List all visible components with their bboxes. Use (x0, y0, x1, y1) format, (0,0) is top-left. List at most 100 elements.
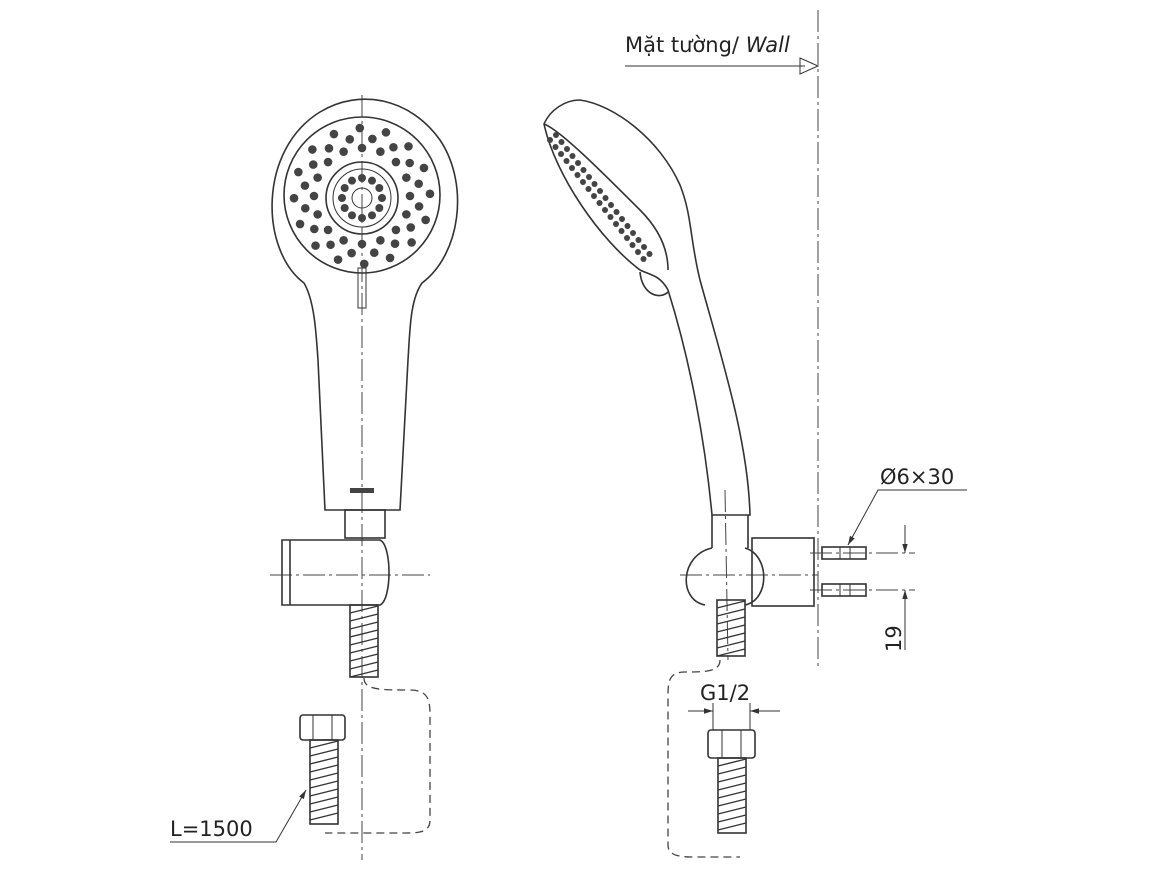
nozzle (390, 239, 400, 248)
nozzle (381, 128, 391, 137)
nozzle (619, 216, 625, 222)
nozzle (348, 211, 356, 220)
hose-coil (349, 629, 379, 638)
nozzle (347, 248, 356, 258)
hose-coil (717, 758, 747, 767)
nozzle (405, 158, 414, 168)
nozzle (289, 193, 299, 203)
hose-coil (716, 632, 746, 641)
nozzle (547, 137, 553, 143)
nozzle (313, 210, 322, 219)
hose-coil (349, 669, 379, 678)
nozzles (289, 123, 435, 269)
nozzle (591, 181, 598, 187)
nozzle (425, 189, 435, 199)
nozzle (368, 211, 376, 220)
nozzle (575, 160, 581, 166)
nozzle (310, 224, 319, 234)
nozzle (558, 151, 564, 157)
hose-coil (717, 822, 747, 831)
nozzle (313, 173, 322, 182)
nozzle (564, 146, 570, 152)
nozzle (375, 184, 384, 192)
nozzle (553, 132, 559, 138)
hose-coil (349, 613, 379, 622)
hose-end-side (717, 757, 747, 834)
hose-end-front (309, 739, 339, 825)
hose-coil (309, 764, 339, 773)
nozzle (646, 251, 653, 257)
nozzle (338, 194, 346, 202)
hose-coil (716, 600, 746, 609)
nozzle (608, 202, 614, 208)
nozzle (585, 186, 592, 192)
hose-coil (349, 605, 379, 614)
hose-coil (716, 624, 746, 633)
hose-coil (349, 637, 379, 646)
nozzle (391, 157, 401, 167)
nozzle (563, 158, 570, 164)
mode-lever (357, 267, 367, 309)
nozzle (375, 204, 384, 212)
spray-inner-ring (325, 161, 399, 235)
hose-coil (309, 772, 339, 781)
hose-coil (717, 782, 747, 791)
nozzle (569, 153, 576, 159)
nozzle (308, 160, 318, 169)
nozzle (641, 244, 647, 250)
nozzle (324, 144, 334, 153)
side-handset-outline (543, 99, 751, 516)
front-handset-outline (271, 98, 459, 511)
spray-inner-ring-2 (332, 168, 392, 228)
nozzle (323, 225, 333, 235)
wall-arrow-icon (799, 57, 820, 75)
nozzle (404, 142, 413, 151)
nozzle (339, 147, 348, 156)
nozzle (552, 144, 559, 150)
nozzle (640, 256, 647, 262)
hose-continuation (325, 677, 431, 834)
nozzle (294, 167, 303, 177)
nozzle (348, 176, 356, 185)
nozzle (613, 221, 619, 227)
nozzle (618, 228, 625, 234)
nozzle (358, 174, 366, 182)
hose-coil (716, 608, 746, 617)
nozzle (339, 236, 348, 245)
nozzle (323, 157, 333, 167)
nozzle (369, 248, 379, 257)
nozzle (333, 255, 343, 264)
nozzle (376, 236, 385, 245)
nozzle (311, 241, 320, 250)
nozzle (368, 134, 377, 144)
nozzle (596, 200, 603, 206)
nozzle (407, 238, 416, 247)
hose-coil (716, 640, 746, 649)
nozzle (340, 184, 349, 192)
side-lever (639, 271, 669, 297)
nozzle (402, 173, 411, 182)
hose-coil (717, 806, 747, 815)
hose-coil (717, 790, 747, 799)
hose-coil (309, 756, 339, 765)
nozzle (345, 135, 355, 144)
hose-coil (717, 774, 747, 783)
nozzle (376, 147, 385, 156)
nozzle (624, 223, 631, 229)
hose-length-leader (170, 789, 307, 843)
hose-length-label: L=1500 (170, 817, 253, 841)
nozzle (597, 188, 603, 194)
nozzle (414, 179, 423, 189)
hose-coil (349, 645, 379, 654)
nozzle (391, 225, 401, 235)
nozzle (378, 194, 386, 202)
nozzle (308, 145, 317, 154)
nozzle (613, 209, 620, 215)
front-wall-holder (281, 539, 390, 606)
anchor-spacing-label: 19 (882, 625, 906, 652)
spray-face (283, 116, 441, 274)
nozzle (414, 202, 424, 211)
nozzle (402, 210, 411, 219)
hose-coil (309, 812, 339, 821)
